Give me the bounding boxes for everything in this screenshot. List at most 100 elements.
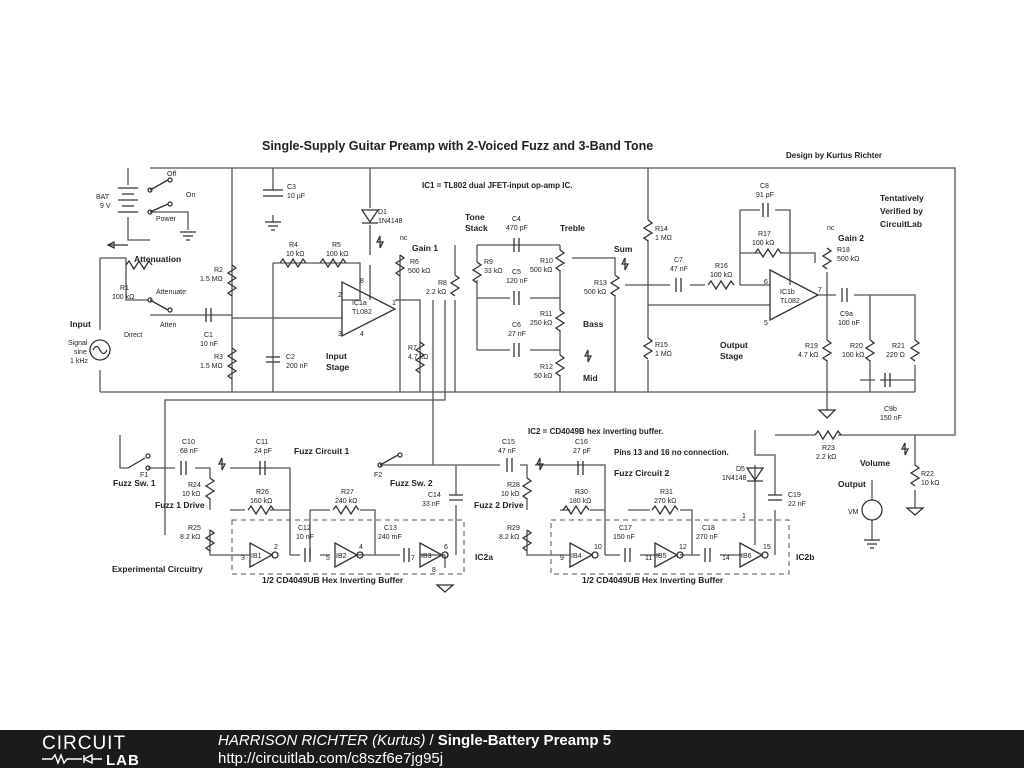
r24-label: R24	[188, 482, 201, 489]
r15-label: R15	[655, 342, 668, 349]
pin-8: 8	[360, 278, 364, 285]
pin-9: 9	[560, 555, 564, 562]
author-name[interactable]: HARRISON RICHTER (Kurtus)	[218, 732, 426, 749]
c7-label: C7	[674, 257, 683, 264]
pin-6: 6	[764, 279, 768, 286]
r21-label: R21	[892, 343, 905, 350]
c7-value: 47 nF	[670, 266, 688, 273]
r30-value: 180 kΩ	[569, 498, 591, 505]
c17-value: 150 nF	[613, 534, 635, 541]
r5-value: 100 kΩ	[326, 251, 348, 258]
c11-value: 24 pF	[254, 448, 272, 455]
volume-label: Volume	[860, 458, 890, 468]
r30-label: R30	[575, 489, 588, 496]
ic1b-part: TL082	[780, 298, 800, 305]
r28-label: R28	[507, 482, 520, 489]
fuzz2-drive-label: Fuzz 2 Drive	[474, 500, 524, 510]
c2-value: 200 nF	[286, 363, 308, 370]
r14-value: 1 MΩ	[655, 235, 672, 242]
pin-14: 14	[722, 555, 730, 562]
ic2a-label: IC2a	[475, 552, 493, 562]
project-url-link[interactable]: http://circuitlab.com/c8szf6e7jg95j	[218, 750, 444, 767]
fuzz-circuit-1-label: Fuzz Circuit 1	[294, 446, 350, 456]
r20-label: R20	[850, 343, 863, 350]
experimental-label: Experimental Circuitry	[112, 564, 203, 574]
c18-value: 270 nF	[696, 534, 718, 541]
r3-value: 1.5 MΩ	[200, 363, 223, 370]
ic1b-label: IC1b	[780, 289, 795, 296]
r20-value: 100 kΩ	[842, 352, 864, 359]
c14-value: 33 nF	[422, 501, 440, 508]
c18-label: C18	[702, 525, 715, 532]
c6-value: 27 nF	[508, 331, 526, 338]
r8-value: 2.2 kΩ	[426, 289, 446, 296]
ib4-label: IB4	[571, 553, 582, 560]
on-label: On	[186, 192, 195, 199]
gain2-label: Gain 2	[838, 233, 864, 243]
circuit-schematic: Single-Supply Guitar Preamp with 2-Voice…	[68, 139, 956, 593]
f1-label: F1	[140, 472, 148, 479]
c12-value: 10 nF	[296, 534, 314, 541]
r6-label: R6	[410, 259, 419, 266]
r15-value: 1 MΩ	[655, 351, 672, 358]
d5-label: D5	[736, 466, 745, 473]
pin-4: 4	[360, 331, 364, 338]
project-name[interactable]: Single-Battery Preamp 5	[437, 732, 612, 749]
pin-5b: 5	[326, 555, 330, 562]
pin-6b: 6	[444, 544, 448, 551]
pin-5: 5	[764, 320, 768, 327]
r14-label: R14	[655, 226, 668, 233]
r29-value: 8.2 kΩ	[499, 534, 519, 541]
pin-15: 15	[763, 544, 771, 551]
treble-label: Treble	[560, 223, 585, 233]
r1-value: 100 kΩ	[112, 294, 134, 301]
off-label: Off	[167, 171, 176, 178]
vm-label: VM	[848, 509, 859, 516]
c9a-label: C9a	[840, 311, 853, 318]
c5-value: 120 nF	[506, 278, 528, 285]
c12-label: C12	[298, 525, 311, 532]
ib5-label: IB5	[656, 553, 667, 560]
footer-title: HARRISON RICHTER (Kurtus)/Single-Battery…	[218, 732, 611, 749]
f2-label: F2	[374, 472, 382, 479]
c19-value: 22 nF	[788, 501, 806, 508]
pin-12: 12	[679, 544, 687, 551]
c5-label: C5	[512, 269, 521, 276]
r26-value: 160 kΩ	[250, 498, 272, 505]
nc-label-1: nc	[400, 235, 408, 242]
bass-label: Bass	[583, 319, 604, 329]
r19-value: 4.7 kΩ	[798, 352, 818, 359]
c13-value: 240 mF	[378, 534, 402, 541]
r4-value: 10 kΩ	[286, 251, 304, 258]
r10-value: 500 kΩ	[530, 267, 552, 274]
output-label: Output	[838, 479, 866, 489]
sum-label: Sum	[614, 244, 633, 254]
circuitlab-logo[interactable]: CIRCUIT LAB	[42, 732, 182, 766]
wires	[99, 167, 956, 568]
pin-2b: 2	[274, 544, 278, 551]
r11-value: 250 kΩ	[530, 320, 552, 327]
ic2b-box	[550, 519, 790, 575]
r8-label: R8	[438, 280, 447, 287]
note-ic1: IC1 = TL802 dual JFET-input op-amp IC.	[422, 181, 572, 190]
r22-value: 10 kΩ	[921, 480, 939, 487]
atten-label: Atten	[160, 322, 176, 329]
fuzz1-drive-label: Fuzz 1 Drive	[155, 500, 205, 510]
c14-label: C14	[428, 492, 441, 499]
pin-11: 11	[645, 555, 652, 562]
signal-label-3: 1 kHz	[70, 358, 88, 365]
input-label: Input	[70, 319, 91, 329]
buffer-label-2: 1/2 CD4049UB Hex Inverting Buffer	[582, 575, 724, 585]
pin-3: 3	[338, 331, 342, 338]
verified-line-3: CircuitLab	[880, 219, 922, 229]
c11-label: C11	[256, 439, 268, 446]
r28-value: 10 kΩ	[501, 491, 519, 498]
c1-label: C1	[204, 332, 213, 339]
r24-value: 10 kΩ	[182, 491, 200, 498]
c9a-value: 100 nF	[838, 320, 860, 327]
c10-label: C10	[182, 439, 195, 446]
c19-label: C19	[788, 492, 801, 499]
output-stage-label-1: Output	[720, 340, 748, 350]
c9b-value: 150 nF	[880, 415, 902, 422]
r5-label: R5	[332, 242, 341, 249]
